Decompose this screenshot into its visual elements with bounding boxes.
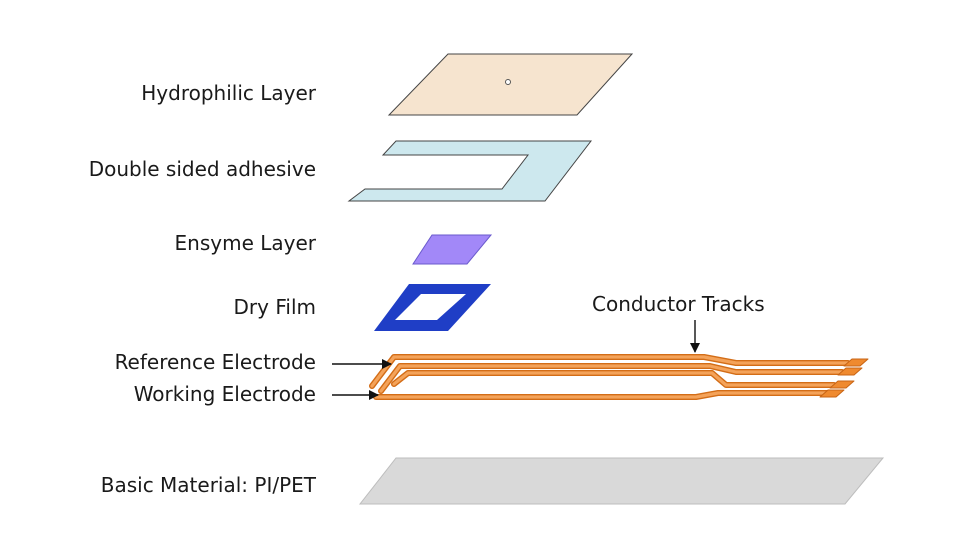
conductor-tracks	[369, 354, 869, 400]
dry-film-frame	[374, 284, 491, 331]
contact-pads	[819, 358, 869, 398]
contact-pad-2	[837, 367, 863, 376]
enzyme-layer-sheet	[412, 234, 493, 265]
hydrophilic-vent-hole	[505, 79, 511, 85]
track-4	[374, 391, 830, 399]
conductor-tracks-label: Conductor Tracks	[592, 292, 765, 316]
hydrophilic-layer-label: Hydrophilic Layer	[141, 81, 316, 105]
working-electrode-label: Working Electrode	[133, 382, 316, 406]
reference-electrode-label: Reference Electrode	[114, 350, 316, 374]
contact-pad-1	[843, 358, 869, 367]
adhesive-layer-label: Double sided adhesive	[88, 157, 316, 181]
contact-pad-3	[829, 380, 855, 389]
dry-film-label: Dry Film	[233, 295, 316, 319]
base-material-sheet	[358, 457, 885, 505]
hydrophilic-layer-sheet	[387, 53, 634, 116]
track-2	[379, 364, 844, 393]
track-3	[392, 371, 836, 387]
adhesive-layer-sheet	[347, 140, 593, 202]
base-material-label: Basic Material: PI/PET	[100, 473, 316, 497]
contact-pad-4	[819, 389, 845, 398]
enzyme-layer-label: Ensyme Layer	[174, 231, 316, 255]
